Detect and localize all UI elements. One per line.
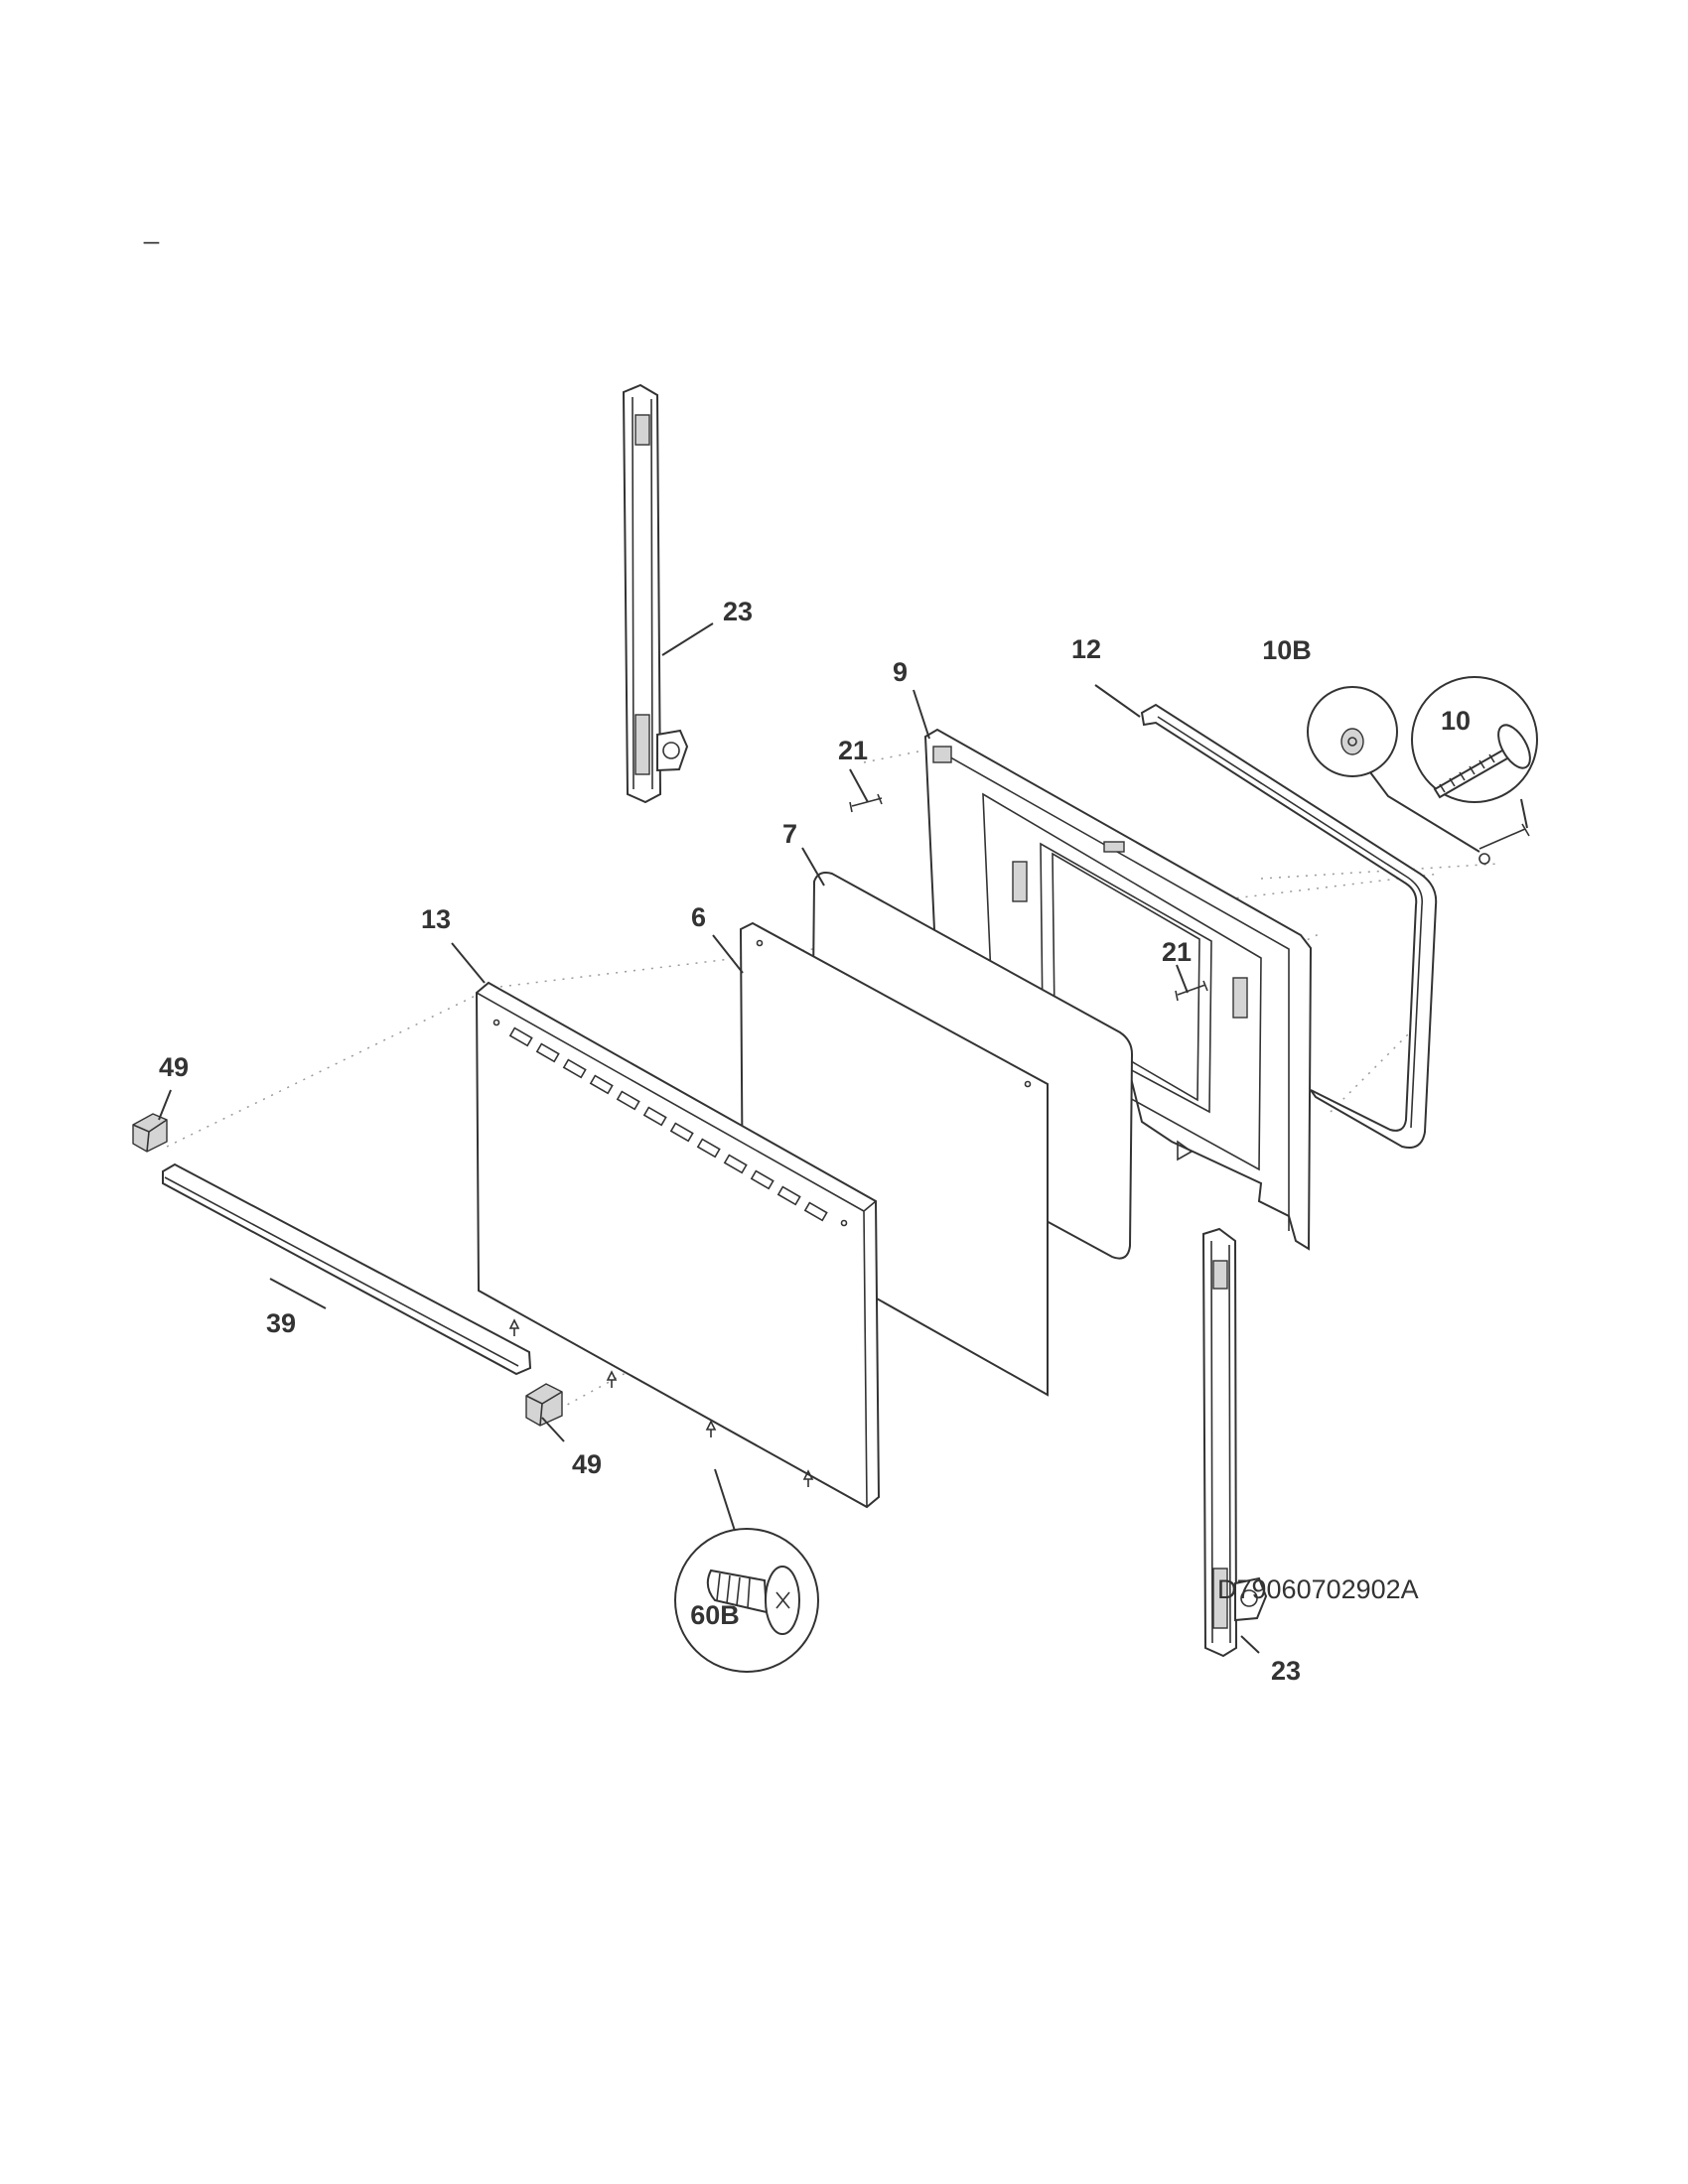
callout-hinge-top: 23 [723, 597, 753, 626]
callout-labels: 23 10B 10 12 9 21 21 7 6 13 49 39 49 23 … [159, 597, 1471, 1686]
hinge-bottom-part [1201, 1227, 1268, 1658]
callout-liner: 9 [893, 657, 908, 687]
callout-screw-bolt: 10 [1441, 706, 1471, 736]
leader-lines [158, 622, 1260, 1654]
callout-insulation: 7 [782, 819, 797, 849]
hinge-top-part [622, 383, 689, 804]
callout-trim-end-bottom: 49 [572, 1449, 602, 1479]
callout-trim-end-left: 49 [159, 1052, 189, 1082]
callout-inner-glass: 6 [691, 902, 706, 932]
callout-pin-top: 21 [838, 736, 868, 765]
vent-slots [508, 1026, 828, 1222]
trim-end-left-part [132, 1113, 168, 1153]
bolt-small-part [1478, 823, 1530, 865]
callout-outer-panel: 13 [421, 904, 451, 934]
drawing-code: D79060702902A [1217, 1574, 1419, 1604]
trim-part [162, 1162, 532, 1376]
pin-mid-part [1175, 980, 1208, 1002]
page-mark: _ [143, 214, 160, 244]
bolt-detail-circle [1411, 676, 1538, 829]
callout-gasket: 12 [1071, 634, 1101, 664]
callout-pin-mid: 21 [1162, 937, 1192, 967]
outer-panel-part [475, 981, 881, 1509]
callout-trim: 39 [266, 1308, 296, 1338]
callout-washer: 10B [1262, 635, 1312, 665]
washer-detail-circle [1307, 686, 1480, 853]
callout-panel-screw: 60B [690, 1600, 740, 1630]
trim-end-bottom-part [525, 1383, 563, 1427]
panel-screw-detail-circle [674, 1468, 819, 1673]
callout-hinge-bottom: 23 [1271, 1656, 1301, 1686]
